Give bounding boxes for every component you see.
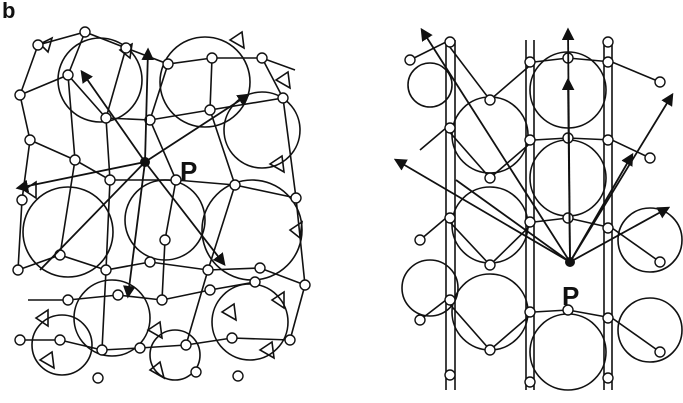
left-point-p-dot <box>140 157 150 167</box>
right-framework <box>402 40 682 390</box>
left-vectors <box>18 50 248 296</box>
right-point-p-label: P <box>562 281 579 311</box>
left-point-p-label: P <box>180 156 197 186</box>
right-point-p-dot <box>565 257 575 267</box>
left-framework <box>18 32 305 380</box>
left-panel: P <box>13 27 310 383</box>
right-panel: P <box>396 30 682 390</box>
panel-letter: b <box>2 0 15 22</box>
